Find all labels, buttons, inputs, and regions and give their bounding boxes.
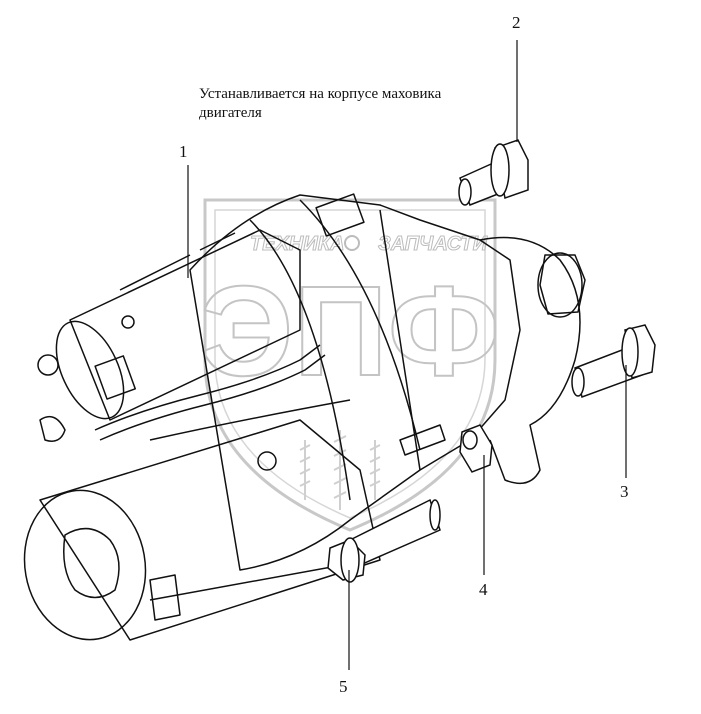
leader-lines: [187, 40, 627, 670]
watermark-shield-outline: [203, 198, 497, 532]
callout-5: 5: [339, 677, 348, 696]
callout-2: 2: [512, 13, 521, 32]
main-housing: [189, 194, 521, 571]
installation-note-line-2: двигателя: [199, 105, 262, 121]
bolt-3: [571, 324, 656, 398]
drive-end: [479, 236, 581, 485]
solenoid-body: [69, 229, 301, 421]
bolt-4: [459, 424, 493, 473]
watermark-logo: ЭПФ: [200, 260, 500, 403]
starter-motor: [23, 193, 586, 641]
bolt-5: [327, 498, 441, 583]
callout-3: 3: [620, 482, 629, 501]
installation-note: Устанавливается на корпусе маховика двиг…: [199, 85, 519, 123]
commutator-end-cap: [23, 489, 147, 641]
gear-icon: [344, 235, 360, 251]
terminal-nut: [37, 354, 59, 376]
bolt-2: [458, 139, 529, 206]
callout-1: 1: [179, 142, 188, 161]
pinion-gear: [537, 252, 583, 318]
cable: [94, 344, 321, 431]
watermark-text-right: ЗАПЧАСТИ: [378, 233, 488, 255]
installation-note-line-1: Устанавливается на корпусе маховика: [199, 86, 442, 102]
callout-4: 4: [479, 580, 488, 599]
motor-yoke: [39, 419, 381, 641]
watermark: ТЕХНИКА ЗАПЧАСТИ ЭПФ: [199, 198, 501, 532]
